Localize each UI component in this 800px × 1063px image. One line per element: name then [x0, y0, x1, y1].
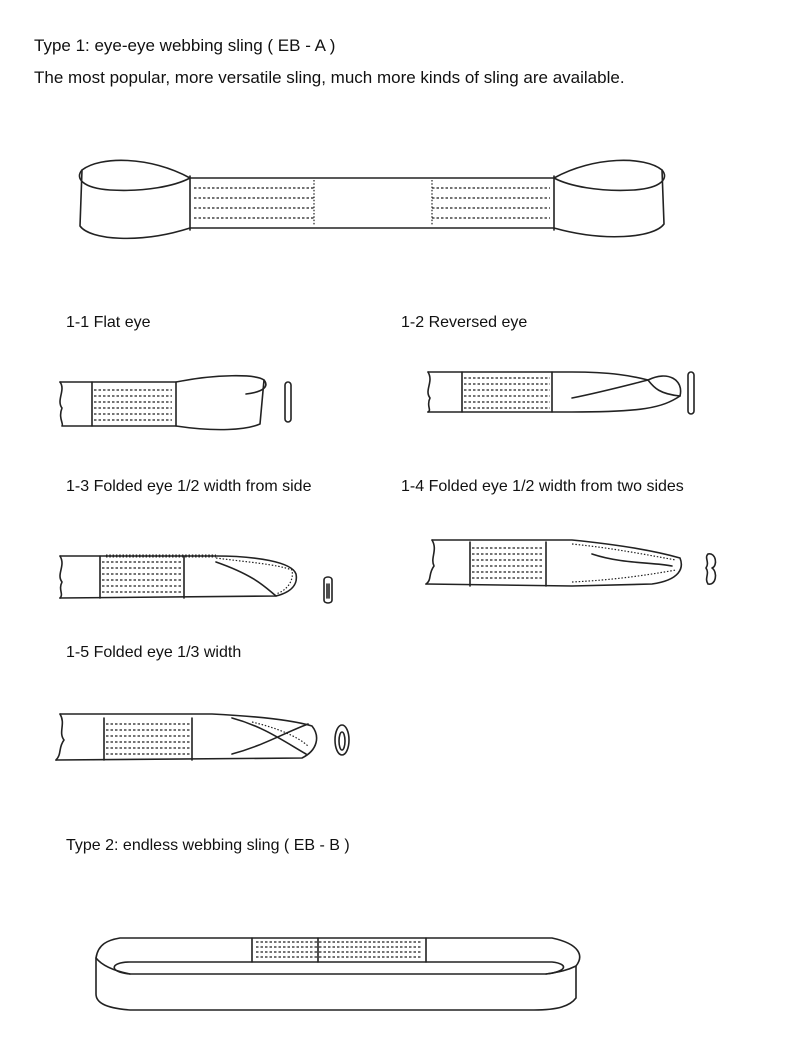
- folded-eye-third-width-illustration: [55, 713, 350, 761]
- variant-1-2-label: 1-2 Reversed eye: [401, 314, 528, 331]
- variant-1-5-label: 1-5 Folded eye 1/3 width: [66, 644, 242, 661]
- folded-eye-half-side-illustration: [59, 554, 333, 604]
- folded-eye-half-two-sides-illustration: [425, 539, 717, 587]
- endless-sling-illustration: [95, 937, 581, 1011]
- eye-eye-sling-illustration: [78, 159, 666, 240]
- flat-eye-illustration: [59, 374, 292, 431]
- type1-title: Type 1: eye-eye webbing sling ( EB - A ): [34, 36, 336, 55]
- type1-description: The most popular, more versatile sling, …: [34, 68, 625, 87]
- reversed-eye-illustration: [427, 371, 695, 415]
- variant-1-1-label: 1-1 Flat eye: [66, 314, 151, 331]
- type2-title: Type 2: endless webbing sling ( EB - B ): [66, 837, 350, 854]
- variant-1-4-label: 1-4 Folded eye 1/2 width from two sides: [401, 478, 684, 495]
- variant-1-3-label: 1-3 Folded eye 1/2 width from side: [66, 478, 312, 495]
